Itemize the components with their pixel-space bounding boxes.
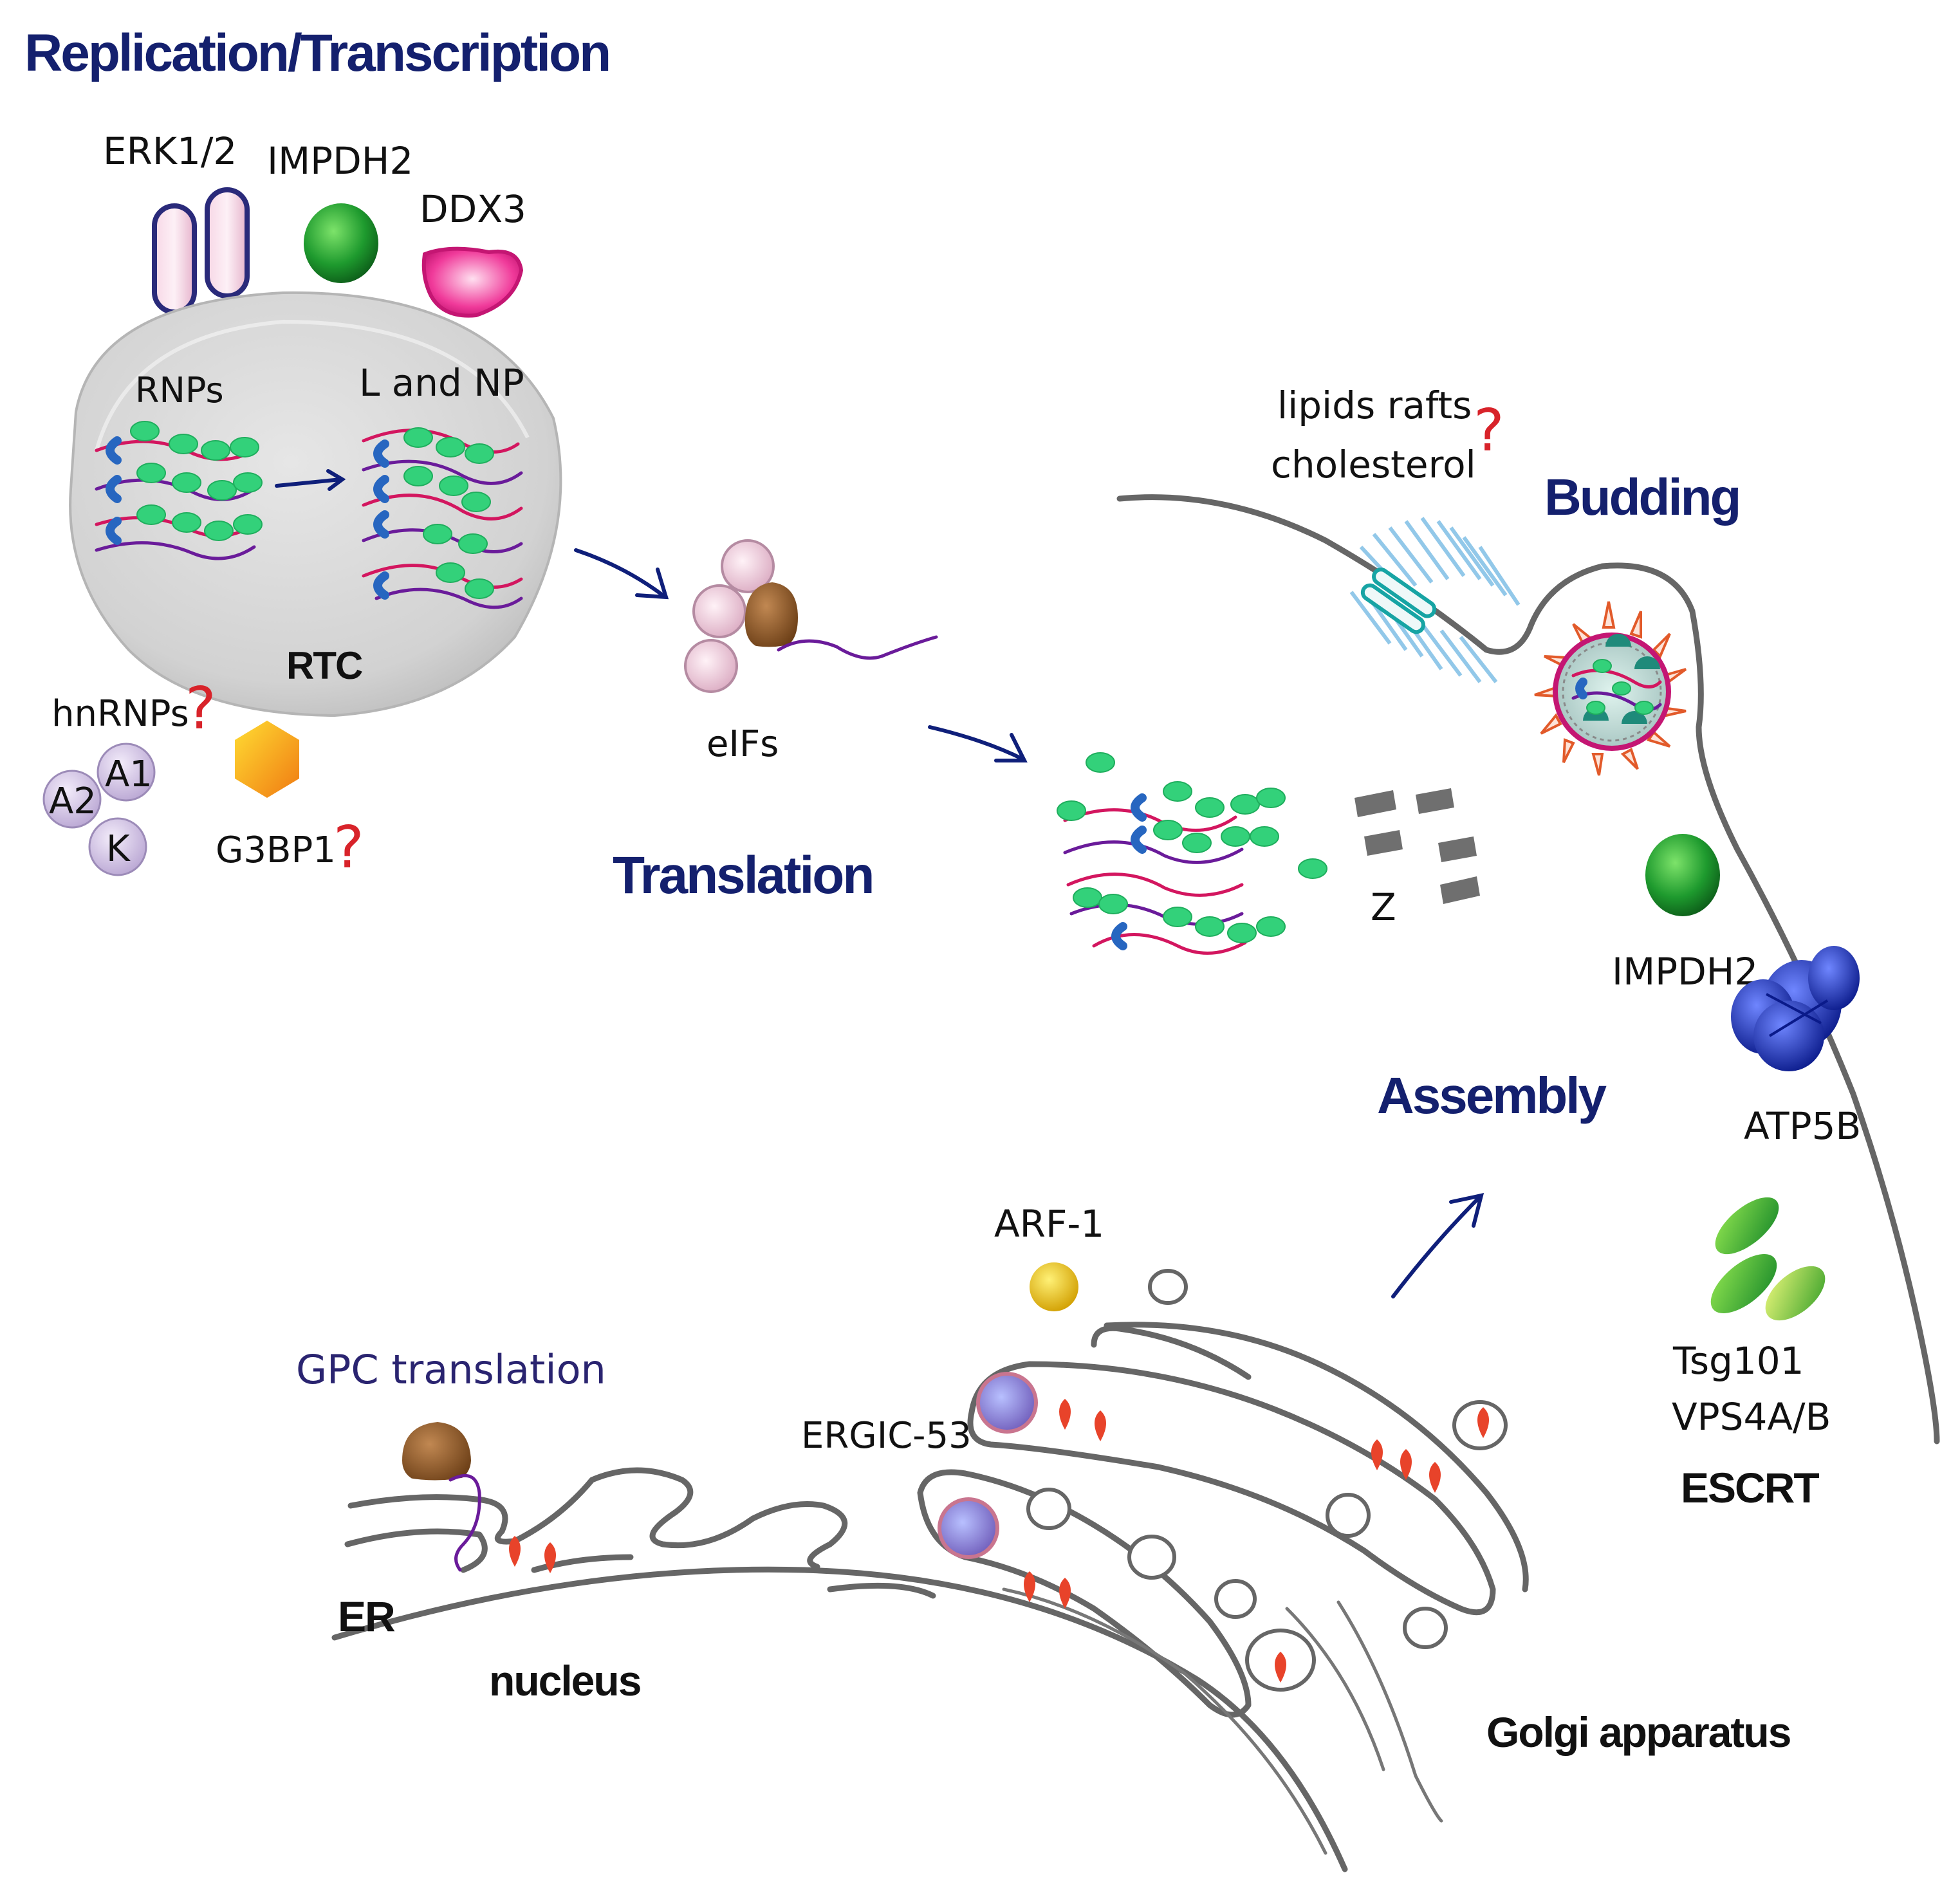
rtc-to-eifs-arrow (574, 548, 669, 600)
ddx3-icon (421, 246, 524, 318)
section-title-translation: Translation (613, 846, 873, 905)
translation-arrow (928, 725, 1028, 762)
er-label: ER (338, 1593, 395, 1640)
hnrnp-a1-icon: A1 (97, 743, 156, 802)
er-membrane-lower (344, 1528, 936, 1599)
escrt-icon (1710, 1197, 1826, 1321)
assembly-arrow (1391, 1193, 1484, 1298)
impdh2-right-label: IMPDH2 (1612, 950, 1758, 993)
section-title-budding: Budding (1544, 468, 1739, 526)
escrt-label: ESCRT (1681, 1464, 1819, 1511)
rtc-organelle (69, 291, 562, 717)
gpc-translation-label: GPC translation (296, 1346, 606, 1393)
golgi-vesicles (1026, 1269, 1508, 1692)
lipid-raft-icon (1349, 517, 1521, 683)
rnps-label: RNPs (135, 370, 224, 411)
np-rnp-cluster-mid (1057, 752, 1327, 955)
nuclear-envelope (331, 1566, 1348, 1872)
g3bp1-icon (235, 721, 299, 798)
atp5b-label: ATP5B (1744, 1104, 1861, 1148)
vps4ab-label: VPS4A/B (1672, 1395, 1831, 1439)
lipids-rafts-label: lipids rafts (1277, 383, 1472, 427)
hnrnps-label: hnRNPs (51, 693, 189, 735)
ddx3-label: DDX3 (420, 187, 526, 231)
hnrnp-k-label: K (106, 828, 131, 870)
l-np-cluster (362, 427, 523, 609)
eifs-ribosome-icon (684, 539, 938, 693)
section-title-assembly: Assembly (1377, 1067, 1607, 1124)
ergic53-label: ERGIC-53 (801, 1415, 972, 1457)
arf1-icon (1030, 1262, 1078, 1311)
cholesterol-label: cholesterol (1271, 443, 1476, 486)
rnp-cluster-left (95, 421, 263, 560)
z-protein-icon (1354, 788, 1480, 904)
arf1-label: ARF-1 (994, 1202, 1104, 1246)
er-membrane (347, 1467, 848, 1570)
nucleus-label: nucleus (489, 1657, 640, 1704)
erk-label: ERK1/2 (103, 129, 237, 173)
hnrnp-a1-label: A1 (105, 753, 153, 795)
golgi-label: Golgi apparatus (1486, 1708, 1790, 1756)
rtc-label: RTC (286, 644, 362, 687)
impdh2-top-icon (304, 203, 378, 283)
z-label: Z (1371, 885, 1396, 929)
ergic53-icon-1 (976, 1372, 1038, 1434)
g3bp1-question-mark: ? (333, 814, 364, 882)
hnrnp-k-icon: K (88, 817, 147, 876)
eifs-label: eIFs (707, 723, 779, 765)
section-title-replication: Replication/Transcription (24, 24, 609, 82)
gpc-ribosome-icon (402, 1422, 481, 1572)
tsg101-label: Tsg101 (1672, 1339, 1804, 1383)
l-and-np-label: L and NP (359, 361, 524, 405)
erk-icon (152, 187, 250, 315)
lipids-question-mark: ? (1474, 397, 1504, 465)
g3bp1-label: G3BP1 (216, 829, 336, 871)
gpc-cargo-drops (509, 1399, 1489, 1683)
impdh2-right-icon (1645, 834, 1720, 916)
ergic53-icon-2 (938, 1497, 999, 1559)
rnp-transition-arrow (275, 469, 346, 491)
golgi-apparatus (917, 1322, 1529, 1855)
hnrnp-a2-icon: A2 (42, 770, 102, 829)
atp5b-icon (1731, 946, 1860, 1071)
hnrnp-a2-label: A2 (49, 780, 97, 822)
impdh2-top-label: IMPDH2 (267, 139, 413, 183)
hnrnps-question-mark: ? (185, 675, 216, 743)
budding-virion-icon (1534, 601, 1687, 776)
